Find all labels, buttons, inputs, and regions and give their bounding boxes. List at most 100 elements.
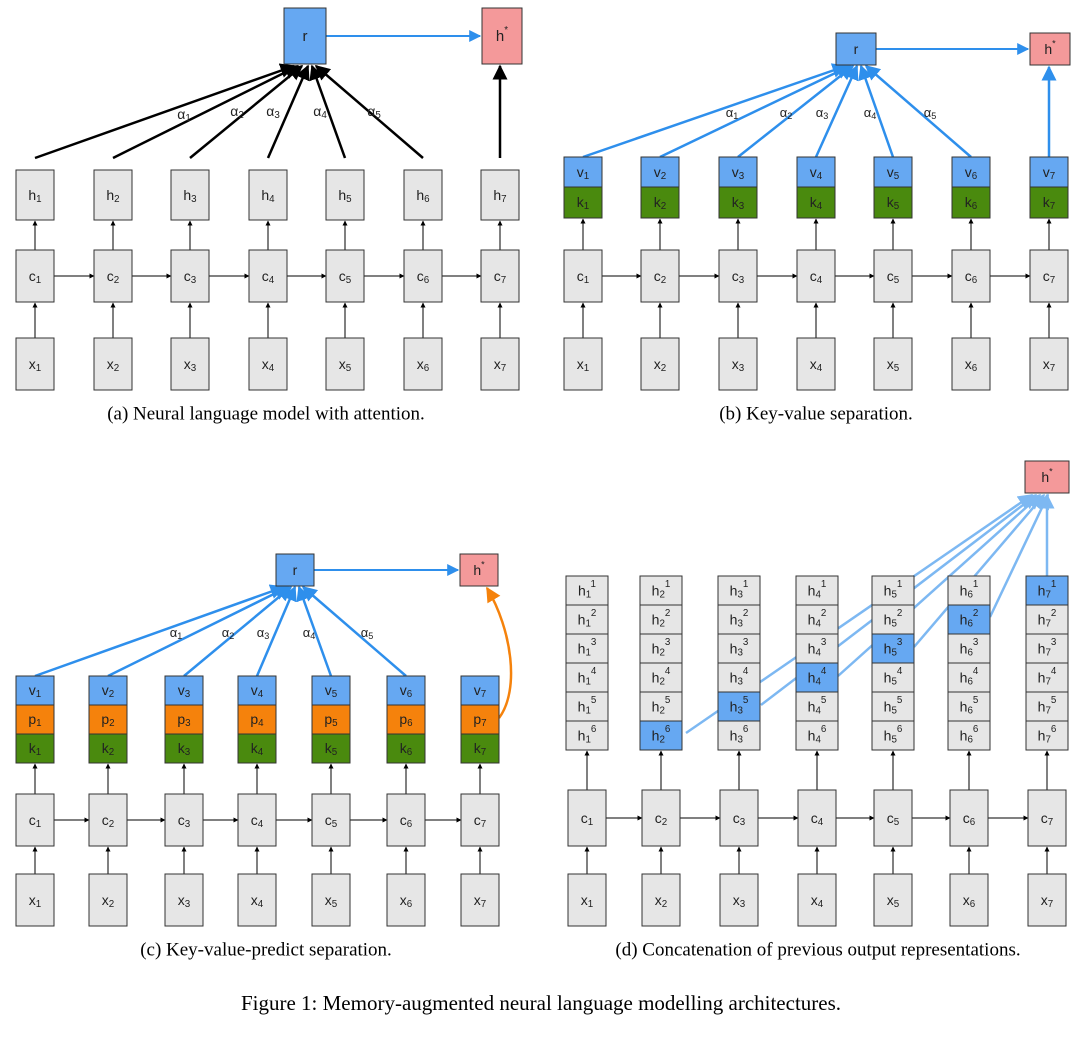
h-node — [248, 169, 288, 221]
value-node — [237, 675, 277, 706]
alpha-label: α3 — [257, 625, 270, 641]
memory-cell-label: h32 — [730, 608, 749, 630]
c-label: c4 — [251, 812, 264, 830]
c-node — [641, 789, 681, 847]
v-label: v5 — [887, 164, 900, 182]
v-label: v6 — [965, 164, 978, 182]
x-label: x2 — [107, 356, 119, 374]
v-label: v2 — [102, 682, 114, 700]
h-label: h7 — [493, 187, 506, 205]
c-label: c3 — [732, 268, 745, 286]
key-node — [951, 186, 991, 219]
key-node — [460, 733, 500, 764]
alpha-label: α1 — [170, 625, 183, 641]
c-label: c1 — [29, 268, 41, 286]
memory-cell — [717, 720, 761, 751]
memory-cell-label: h65 — [960, 695, 979, 717]
x-node — [563, 337, 603, 391]
x-label: x1 — [29, 356, 41, 374]
c-node — [93, 249, 133, 303]
p7-to-hstar-arrow — [485, 586, 513, 719]
x-label: x1 — [29, 892, 41, 910]
memory-cell — [639, 691, 683, 722]
memory-cell-label: h71 — [1038, 579, 1057, 601]
memory-cell-label: h45 — [808, 695, 827, 717]
h-node — [480, 169, 520, 221]
c-label: c5 — [339, 268, 352, 286]
alpha-label: α4 — [864, 105, 877, 121]
hstar-label: h* — [1041, 466, 1053, 485]
x-label: x7 — [1041, 892, 1053, 910]
x-node — [237, 873, 277, 927]
c-node — [640, 249, 680, 303]
c-label: c4 — [811, 810, 824, 828]
memory-cell-selected — [1025, 575, 1069, 606]
c-label: c7 — [1043, 268, 1055, 286]
x-node — [386, 873, 426, 927]
x-node — [311, 873, 351, 927]
memory-cell-label: h15 — [578, 695, 597, 717]
memory-cell-label: h63 — [960, 637, 979, 659]
x-node — [88, 873, 128, 927]
x-node — [164, 873, 204, 927]
predict-node — [88, 704, 128, 735]
hstar-node — [1024, 460, 1070, 494]
memory-cell — [639, 633, 683, 664]
key-node — [237, 733, 277, 764]
memory-cell — [565, 662, 609, 693]
p-label: p7 — [473, 711, 486, 729]
x-label: x5 — [887, 892, 900, 910]
alpha-label: α3 — [266, 103, 280, 121]
c-label: c5 — [887, 268, 900, 286]
h-node — [93, 169, 133, 221]
node-layer — [15, 7, 1071, 927]
key-node — [88, 733, 128, 764]
memory-cell-label: h53 — [884, 637, 903, 659]
hstar-label: h* — [1044, 38, 1056, 57]
x-node — [873, 873, 913, 927]
c-node — [873, 789, 913, 847]
memory-cell-label: h46 — [808, 724, 827, 746]
x-label: x4 — [810, 356, 823, 374]
attention-arrow — [314, 65, 424, 159]
memory-cell-label: h22 — [652, 608, 671, 630]
r-node — [275, 553, 315, 587]
c-label: c5 — [325, 812, 338, 830]
c-node — [480, 249, 520, 303]
memory-cell-label: h11 — [578, 579, 596, 601]
memory-cell — [795, 720, 839, 751]
key-node — [796, 186, 836, 219]
x-node — [403, 337, 443, 391]
alpha-label: α5 — [367, 103, 381, 121]
selected-to-hstar-arrow — [988, 493, 1050, 618]
x-label: x6 — [963, 892, 976, 910]
k-label: k4 — [810, 194, 823, 212]
h-label: h5 — [338, 187, 352, 205]
x-node — [873, 337, 913, 391]
hstar-node — [481, 7, 523, 65]
x-label: x3 — [732, 356, 745, 374]
c-label: c5 — [887, 810, 900, 828]
key-node — [1029, 186, 1069, 219]
value-node — [1029, 156, 1069, 188]
x-label: x5 — [325, 892, 338, 910]
c-node — [718, 249, 758, 303]
x-label: x4 — [811, 892, 824, 910]
c-label: c4 — [810, 268, 823, 286]
memory-cell-label: h55 — [884, 695, 903, 717]
key-node — [386, 733, 426, 764]
attention-arrow — [296, 585, 333, 677]
c-node — [386, 793, 426, 847]
x-node — [93, 337, 133, 391]
x-label: x1 — [581, 892, 593, 910]
memory-cell-label: h72 — [1038, 608, 1057, 630]
p-label: p2 — [101, 711, 114, 729]
k-label: k6 — [400, 740, 413, 758]
x-node — [248, 337, 288, 391]
predict-node — [460, 704, 500, 735]
memory-cell-label: h61 — [960, 579, 979, 601]
alpha-label: α1 — [177, 106, 191, 124]
attention-arrow — [34, 63, 296, 160]
selected-to-hstar-arrow — [913, 493, 1045, 648]
